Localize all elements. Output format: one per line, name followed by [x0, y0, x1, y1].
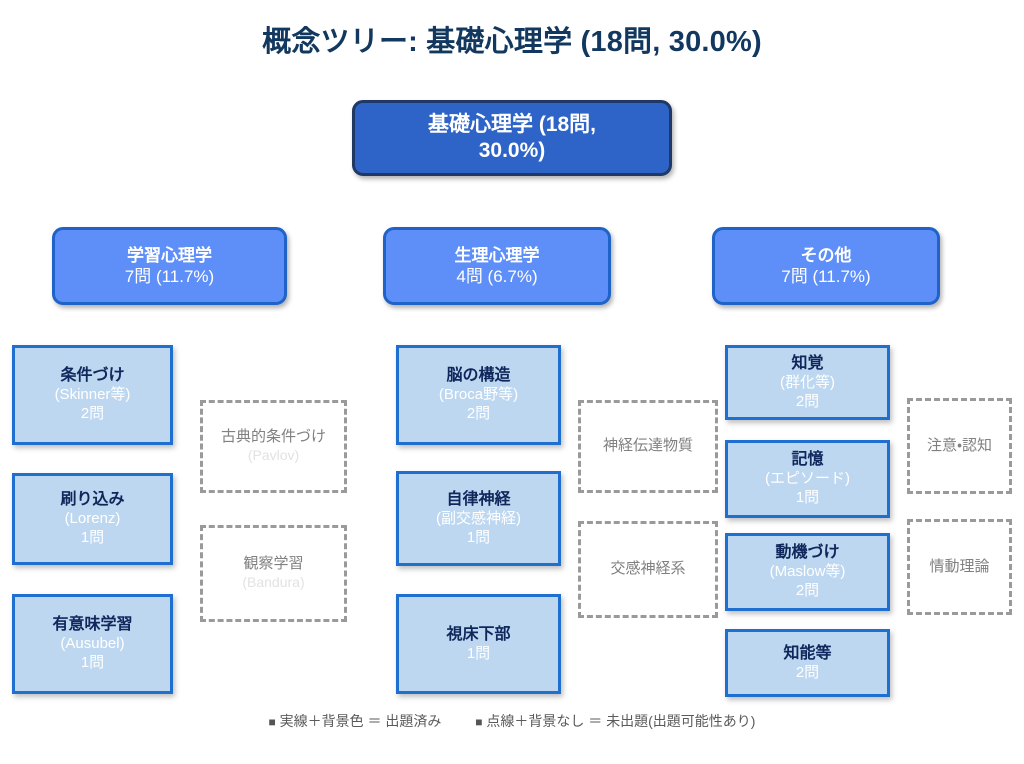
root-node-line1: 基礎心理学 (18問, — [427, 112, 597, 136]
leaf-name: 刷り込み — [60, 491, 125, 509]
category-name: 生理心理学 — [454, 245, 540, 265]
leaf-count: 2問 — [795, 392, 820, 410]
leaf-node-brain-structure[interactable]: 脳の構造 (Broca野等) 2問 — [396, 345, 561, 445]
dashed-node-observational-learning[interactable]: 観察学習 (Bandura) — [200, 525, 347, 622]
root-node-basic-psychology[interactable]: 基礎心理学 (18問, 30.0%) — [352, 100, 672, 176]
leaf-count: 1問 — [80, 529, 105, 546]
dashed-note: (Bandura) — [242, 574, 305, 591]
leaf-node-meaningful-learning[interactable]: 有意味学習 (Ausubel) 1問 — [12, 594, 173, 694]
leaf-count: 2問 — [795, 582, 820, 599]
leaf-name: 条件づけ — [60, 367, 125, 385]
legend: ■ 実線＋背景色 ＝ 出題済み ■ 点線＋背景なし ＝ 未出題(出題可能性あり) — [0, 711, 1024, 731]
dashed-name: 注意・認知 — [926, 436, 993, 454]
dashed-note: (Pavlov) — [247, 447, 300, 464]
leaf-count: 1問 — [795, 489, 820, 506]
dashed-node-attention-cognition[interactable]: 注意・認知 — [907, 398, 1012, 494]
dashed-node-classical-conditioning[interactable]: 古典的条件づけ (Pavlov) — [200, 400, 347, 493]
leaf-name: 知能等 — [783, 644, 832, 662]
root-node-line2: 30.0%) — [478, 139, 546, 162]
legend-solid-marker-icon: ■ — [268, 715, 276, 729]
legend-dashed-text: 点線＋背景なし ＝ 未出題(出題可能性あり) — [486, 713, 756, 729]
category-stat: 7問 (11.7%) — [124, 267, 215, 286]
leaf-name: 知覚 — [791, 354, 824, 372]
legend-solid-text: 実線＋背景色 ＝ 出題済み — [279, 713, 442, 729]
leaf-count: 2問 — [795, 663, 820, 681]
leaf-count: 2問 — [466, 405, 491, 422]
leaf-note: (Broca野等) — [438, 386, 519, 404]
dashed-name: 交感神経系 — [610, 560, 686, 578]
dashed-name: 古典的条件づけ — [220, 428, 326, 446]
dashed-node-sympathetic-nervous-system[interactable]: 交感神経系 — [578, 521, 718, 618]
leaf-note: (Lorenz) — [64, 510, 121, 528]
leaf-note: (Maslow等) — [769, 563, 846, 581]
category-name: その他 — [800, 245, 852, 265]
leaf-name: 有意味学習 — [52, 616, 133, 634]
leaf-count: 1問 — [466, 644, 491, 662]
leaf-node-hypothalamus[interactable]: 視床下部 1問 — [396, 594, 561, 694]
leaf-node-memory[interactable]: 記憶 (エピソード) 1問 — [725, 440, 890, 518]
dashed-name: 情動理論 — [929, 557, 990, 575]
category-node-physiological-psychology[interactable]: 生理心理学 4問 (6.7%) — [383, 227, 611, 305]
leaf-count: 2問 — [80, 405, 105, 422]
dashed-node-emotion-theory[interactable]: 情動理論 — [907, 519, 1012, 615]
leaf-name: 脳の構造 — [446, 367, 511, 385]
leaf-note: (Skinner等) — [54, 386, 131, 404]
leaf-node-imprinting[interactable]: 刷り込み (Lorenz) 1問 — [12, 473, 173, 565]
leaf-node-conditioning[interactable]: 条件づけ (Skinner等) 2問 — [12, 345, 173, 445]
category-name: 学習心理学 — [127, 245, 212, 265]
leaf-note: (エピソード) — [765, 470, 850, 488]
leaf-node-intelligence[interactable]: 知能等 2問 — [725, 629, 890, 697]
category-node-learning-psychology[interactable]: 学習心理学 7問 (11.7%) — [52, 227, 287, 305]
leaf-node-autonomic-nerve[interactable]: 自律神経 (副交感神経) 1問 — [396, 471, 561, 566]
leaf-note: (Ausubel) — [60, 635, 125, 653]
dashed-node-neurotransmitter[interactable]: 神経伝達物質 — [578, 400, 718, 493]
leaf-name: 記憶 — [791, 451, 824, 469]
dashed-name: 観察学習 — [243, 555, 304, 573]
dashed-name: 神経伝達物質 — [602, 437, 693, 455]
leaf-count: 1問 — [466, 528, 491, 546]
page-title: 概念ツリー: 基礎心理学 (18問, 30.0%) — [262, 26, 762, 58]
leaf-note: (群化等) — [780, 373, 835, 391]
legend-dashed-marker-icon: ■ — [475, 715, 483, 729]
leaf-name: 自律神経 — [446, 490, 511, 508]
leaf-note: (副交感神経) — [436, 509, 521, 527]
category-stat: 4問 (6.7%) — [456, 267, 538, 286]
leaf-node-perception[interactable]: 知覚 (群化等) 2問 — [725, 345, 890, 420]
leaf-name: 視床下部 — [446, 625, 511, 643]
leaf-node-motivation[interactable]: 動機づけ (Maslow等) 2問 — [725, 533, 890, 611]
category-stat: 7問 (11.7%) — [781, 267, 871, 286]
leaf-count: 1問 — [80, 654, 105, 671]
leaf-name: 動機づけ — [775, 544, 840, 562]
category-node-other[interactable]: その他 7問 (11.7%) — [712, 227, 940, 305]
